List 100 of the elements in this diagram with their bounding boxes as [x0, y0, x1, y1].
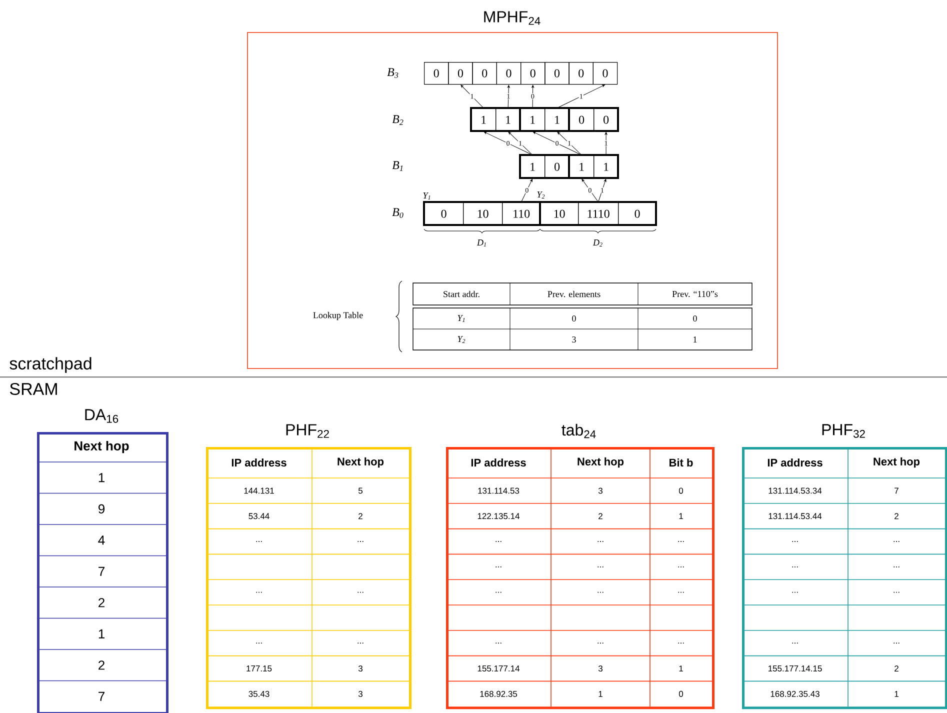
label: D$_{1}$	[476, 240, 486, 246]
table-cell: 3	[598, 488, 602, 494]
bit-cell: 0	[594, 108, 619, 132]
label: B$_{0}$	[392, 208, 404, 218]
table-label: Lookup Table	[313, 312, 363, 320]
table-cell: ...	[256, 592, 262, 593]
table-cell: 2	[358, 513, 362, 520]
table-cell: 3	[358, 690, 362, 697]
table-cell: ...	[358, 541, 364, 542]
table-cell: Prev. “110”s	[672, 290, 718, 298]
table-title: DA$_{16}$	[85, 409, 118, 423]
arrow	[484, 132, 533, 156]
table-header: Next hop	[578, 457, 624, 468]
bit-cell: 0	[568, 62, 594, 85]
table-cell: ...	[496, 642, 502, 644]
table-cell: 5	[358, 488, 363, 494]
arrow	[604, 132, 608, 156]
table-cell: ...	[598, 541, 604, 542]
table-cell: 131.114.53.34	[768, 488, 822, 494]
arrow	[557, 132, 582, 156]
table-cell: 131.114.53	[478, 488, 520, 494]
table-cell: ...	[598, 566, 604, 568]
table-header: IP address	[768, 458, 822, 467]
label: B$_{3}$	[387, 68, 398, 78]
table-title: tab$_{24}$	[562, 424, 596, 438]
label: B$_{2}$	[392, 115, 404, 125]
table-cell: ...	[894, 541, 900, 542]
table-cell: 177.15	[246, 666, 272, 672]
node-label: 1	[482, 116, 486, 124]
table-cell: ...	[358, 592, 364, 593]
table-cell: 2	[598, 513, 602, 520]
bit-cell: 1	[594, 155, 619, 179]
table-cell: 4	[98, 536, 105, 545]
arrow	[598, 178, 606, 202]
table-cell: ...	[894, 642, 900, 644]
table-cell: Start addr.	[444, 290, 480, 298]
label: D$_{2}$	[592, 240, 602, 246]
table-header: IP address	[471, 458, 526, 467]
table-cell: 7	[894, 488, 898, 494]
label: Y$_{2}$	[537, 192, 545, 198]
node-label: 10	[554, 210, 565, 218]
node-label: 1	[530, 162, 535, 171]
table-cell: 9	[98, 504, 104, 514]
bit-cell: 110	[502, 202, 541, 226]
table-cell: 1	[894, 690, 898, 697]
table-cell: 168.92.35	[480, 690, 518, 697]
table-cell: ...	[792, 642, 798, 644]
label: B$_{1}$	[392, 161, 403, 171]
table-cell: ...	[894, 592, 900, 593]
table-cell: 2	[98, 660, 104, 670]
table-cell: 1	[598, 690, 602, 697]
bit-cell: 1110	[578, 202, 619, 226]
arrow	[532, 132, 582, 156]
table-cell: 144.131	[244, 488, 274, 494]
table-header: Next hop	[74, 440, 129, 454]
bit-cell: 0	[496, 62, 522, 85]
bit-cell: 0	[618, 202, 657, 226]
table-cell: ...	[792, 566, 798, 568]
table-cell: 7	[98, 692, 104, 701]
table-header: Bit b	[670, 458, 693, 467]
arrow	[460, 84, 484, 108]
node-label: 1	[530, 116, 535, 124]
table-cell: 1	[98, 473, 104, 482]
bit-cell: 0	[472, 62, 497, 85]
table-cell: 155.177.14.15	[768, 666, 822, 672]
table-cell: ...	[894, 566, 900, 568]
arrow	[508, 132, 533, 156]
panel-title: MPHF$_{24}$	[484, 11, 540, 25]
bit-cell: 0	[544, 155, 570, 179]
table-cell: 0	[678, 488, 684, 494]
bit-cell: 10	[463, 202, 503, 226]
arrow	[508, 85, 510, 108]
table-cell: ...	[496, 566, 502, 568]
table-cell: 2	[894, 513, 898, 520]
table-cell: ...	[792, 592, 798, 593]
table-cell: ...	[496, 541, 502, 542]
arrow	[521, 178, 533, 202]
node-label: 0	[441, 210, 446, 218]
table-cell: 35.43	[248, 690, 270, 697]
table-title: PHF$_{22}$	[286, 424, 329, 438]
table-cell: 1	[679, 666, 683, 672]
label: SRAM	[10, 382, 57, 396]
table-cell: 1	[98, 629, 104, 638]
table-cell: 1	[679, 513, 683, 520]
table-cell: 155.177.14	[478, 666, 520, 672]
table-cell: 2	[98, 598, 104, 608]
table-cell: ...	[678, 566, 684, 568]
table-cell: 0	[678, 690, 684, 697]
arrow	[582, 178, 599, 202]
table-cell: 7	[98, 566, 104, 576]
table-cell: 3	[598, 666, 602, 672]
table-cell: ...	[598, 642, 604, 644]
table-cell: ...	[792, 541, 798, 542]
table-cell: ...	[496, 592, 502, 593]
bit-cell: 0	[448, 62, 473, 85]
table-cell: ...	[678, 592, 684, 593]
arrow	[532, 85, 534, 108]
table-cell: 53.44	[248, 513, 270, 520]
table-cell: 2	[894, 666, 898, 672]
bit-cell: 0	[424, 62, 449, 85]
